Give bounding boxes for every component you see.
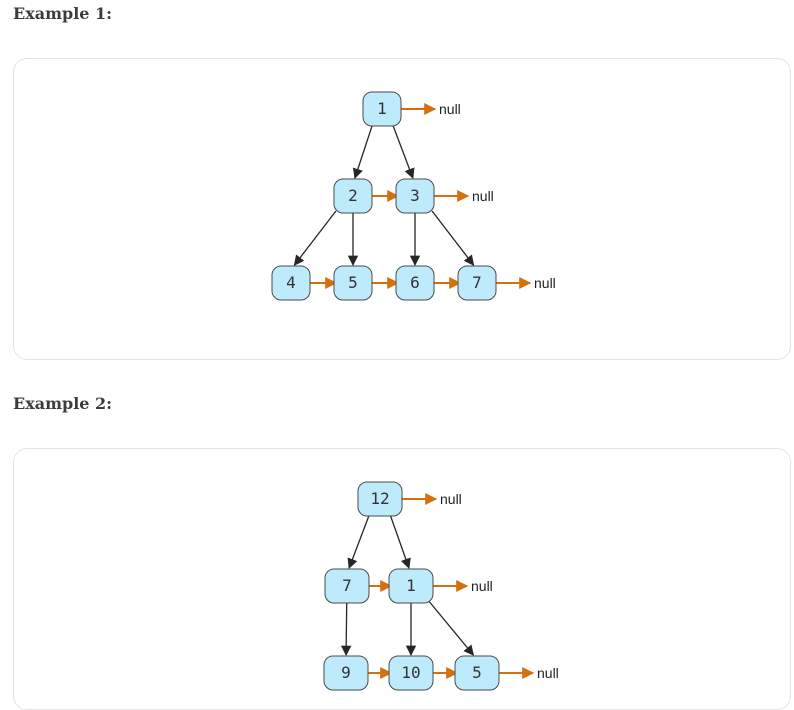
- tree-node: 4: [271, 265, 311, 301]
- tree-node: 5: [454, 655, 500, 691]
- tree-node-box: [388, 655, 434, 691]
- tree-node-label: 5: [348, 273, 358, 292]
- tree-node-box: [323, 655, 369, 691]
- tree-edge: [347, 513, 371, 569]
- tree-edge: [389, 513, 411, 569]
- tree-edge: [391, 123, 415, 179]
- tree-node-box: [395, 265, 435, 301]
- tree-node-label: 1: [406, 576, 416, 595]
- next-pointers: null null null: [308, 101, 556, 291]
- tree-node-label: 2: [348, 186, 358, 205]
- tree-node-box: [457, 265, 497, 301]
- example-2-heading: Example 2:: [13, 394, 113, 413]
- example-1-diagram-card: null null null 1 2 3 4 5 6 7: [13, 58, 791, 360]
- null-label: null: [537, 665, 559, 681]
- tree-edge: [428, 600, 475, 656]
- tree-node-box: [333, 265, 373, 301]
- null-label: null: [472, 188, 494, 204]
- tree-node-label: 3: [410, 186, 420, 205]
- tree-node: 1: [362, 91, 402, 127]
- tree-node: 12: [357, 481, 403, 517]
- tree-edges: [293, 123, 475, 267]
- example-1-tree-diagram: null null null 1 2 3 4 5 6 7: [271, 91, 556, 301]
- tree-node: 2: [333, 178, 373, 214]
- null-label: null: [471, 578, 493, 594]
- tree-node: 9: [323, 655, 369, 691]
- tree-node-box: [357, 481, 403, 517]
- tree-edge: [293, 210, 337, 266]
- example-1-heading: Example 1:: [13, 4, 113, 23]
- tree-node-label: 7: [342, 576, 352, 595]
- tree-node-box: [395, 178, 435, 214]
- tree-edge: [340, 600, 352, 657]
- null-label: null: [439, 101, 461, 117]
- tree-node-box: [333, 178, 373, 214]
- tree-node: 7: [457, 265, 497, 301]
- tree-node-label: 4: [286, 273, 296, 292]
- tree-edge: [352, 123, 374, 179]
- tree-node-label: 5: [472, 663, 482, 682]
- tree-node-box: [362, 91, 402, 127]
- tree-node: 3: [395, 178, 435, 214]
- tree-node-label: 1: [377, 99, 387, 118]
- tree-edge: [431, 210, 475, 266]
- tree-edges: [340, 513, 475, 657]
- tree-node-label: 7: [472, 273, 482, 292]
- tree-node-label: 6: [410, 273, 420, 292]
- tree-node: 6: [395, 265, 435, 301]
- tree-node-label: 9: [341, 663, 351, 682]
- tree-node: 10: [388, 655, 434, 691]
- example-2-tree-diagram: null null null 12 7 1 9 10 5: [323, 481, 559, 691]
- tree-node-box: [454, 655, 500, 691]
- null-label: null: [440, 491, 462, 507]
- null-label: null: [534, 275, 556, 291]
- tree-node: 7: [324, 568, 370, 604]
- tree-node: 5: [333, 265, 373, 301]
- tree-node-box: [271, 265, 311, 301]
- tree-node-box: [324, 568, 370, 604]
- example-2-diagram-card: null null null 12 7 1 9 10 5: [13, 448, 791, 710]
- tree-node-label: 12: [370, 489, 389, 508]
- tree-node-label: 10: [401, 663, 420, 682]
- tree-node: 1: [388, 568, 434, 604]
- tree-node-box: [388, 568, 434, 604]
- next-pointers: null null null: [366, 491, 559, 681]
